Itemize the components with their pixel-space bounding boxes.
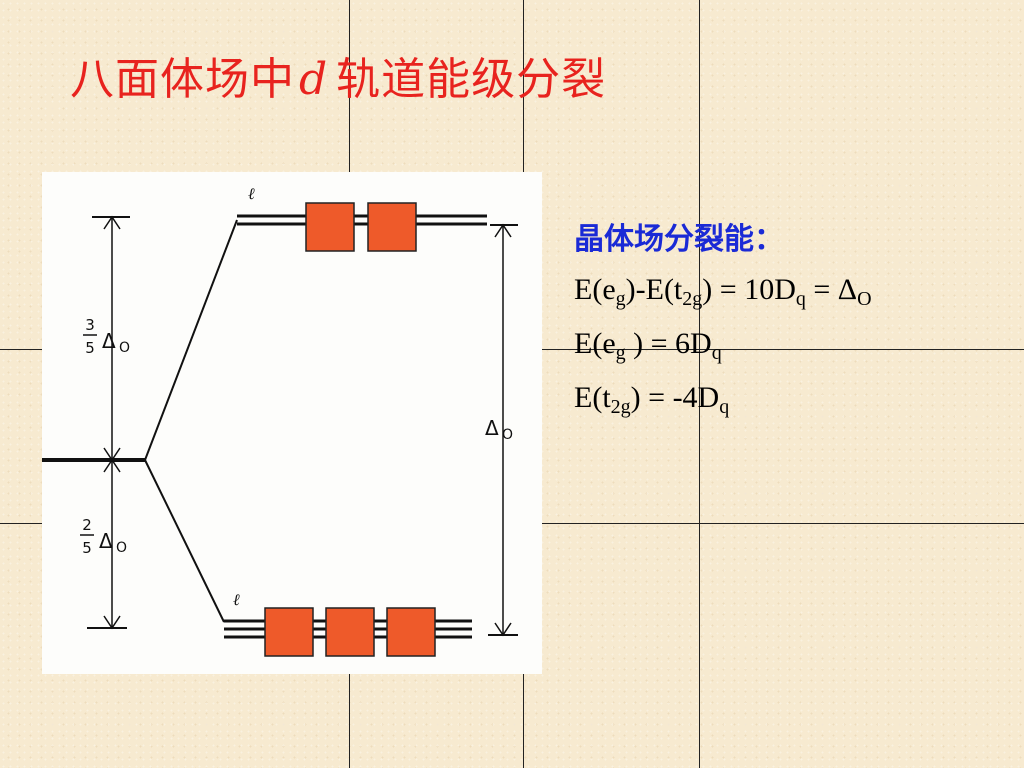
upper-fraction-delta: Δ [102, 329, 116, 353]
splitting-diagram-svg: ℓ ℓ 3 5 Δ O 2 5 Δ O Δ O [42, 184, 518, 657]
splitting-diagram: ℓ ℓ 3 5 Δ O 2 5 Δ O Δ O [42, 172, 542, 674]
t2g-orbital-box [386, 607, 436, 657]
equation-total-splitting: E(eg)-E(t2g) = 10Dq = ΔO [574, 273, 872, 310]
eg-orbital-box [305, 202, 355, 252]
grid-line-vertical [699, 0, 700, 768]
equation-eg-energy: E(eg ) = 6Dq [574, 327, 722, 364]
total-gap-label: Δ O [485, 416, 513, 443]
title-d-variable: d [299, 54, 329, 105]
total-gap-dimension [488, 223, 518, 637]
eg-orbital-box [367, 202, 417, 252]
upper-fraction-denominator: 5 [85, 339, 95, 357]
lower-fraction-denominator: 5 [82, 539, 92, 557]
title-suffix: 轨道能级分裂 [336, 54, 607, 105]
lower-fraction-numerator: 2 [82, 516, 92, 534]
splitting-energy-heading: 晶体场分裂能： [574, 223, 784, 256]
title-prefix: 八面体场中 [70, 54, 295, 105]
upper-fraction-numerator: 3 [85, 316, 95, 334]
total-gap-sub: O [502, 427, 513, 443]
lower-gap-dimension [87, 458, 127, 630]
upper-connector-line [144, 219, 238, 461]
equation-t2g-energy: E(t2g) = -4Dq [574, 381, 730, 418]
upper-level-mark: ℓ [248, 184, 255, 203]
t2g-orbital-box [264, 607, 314, 657]
lower-fraction-delta: Δ [99, 529, 113, 553]
total-gap-delta: Δ [485, 416, 499, 440]
lower-connector-line [144, 459, 225, 623]
splitting-energy-panel: 晶体场分裂能： E(eg)-E(t2g) = 10Dq = ΔO E(eg ) … [574, 214, 872, 434]
upper-fraction-sub: O [119, 340, 130, 356]
lower-fraction-sub: O [116, 540, 127, 556]
lower-level-mark: ℓ [233, 590, 240, 609]
upper-fraction-label: 3 5 Δ O [83, 316, 130, 357]
lower-fraction-label: 2 5 Δ O [80, 516, 127, 557]
t2g-orbital-box [325, 607, 375, 657]
eg-level-lines [237, 214, 487, 226]
